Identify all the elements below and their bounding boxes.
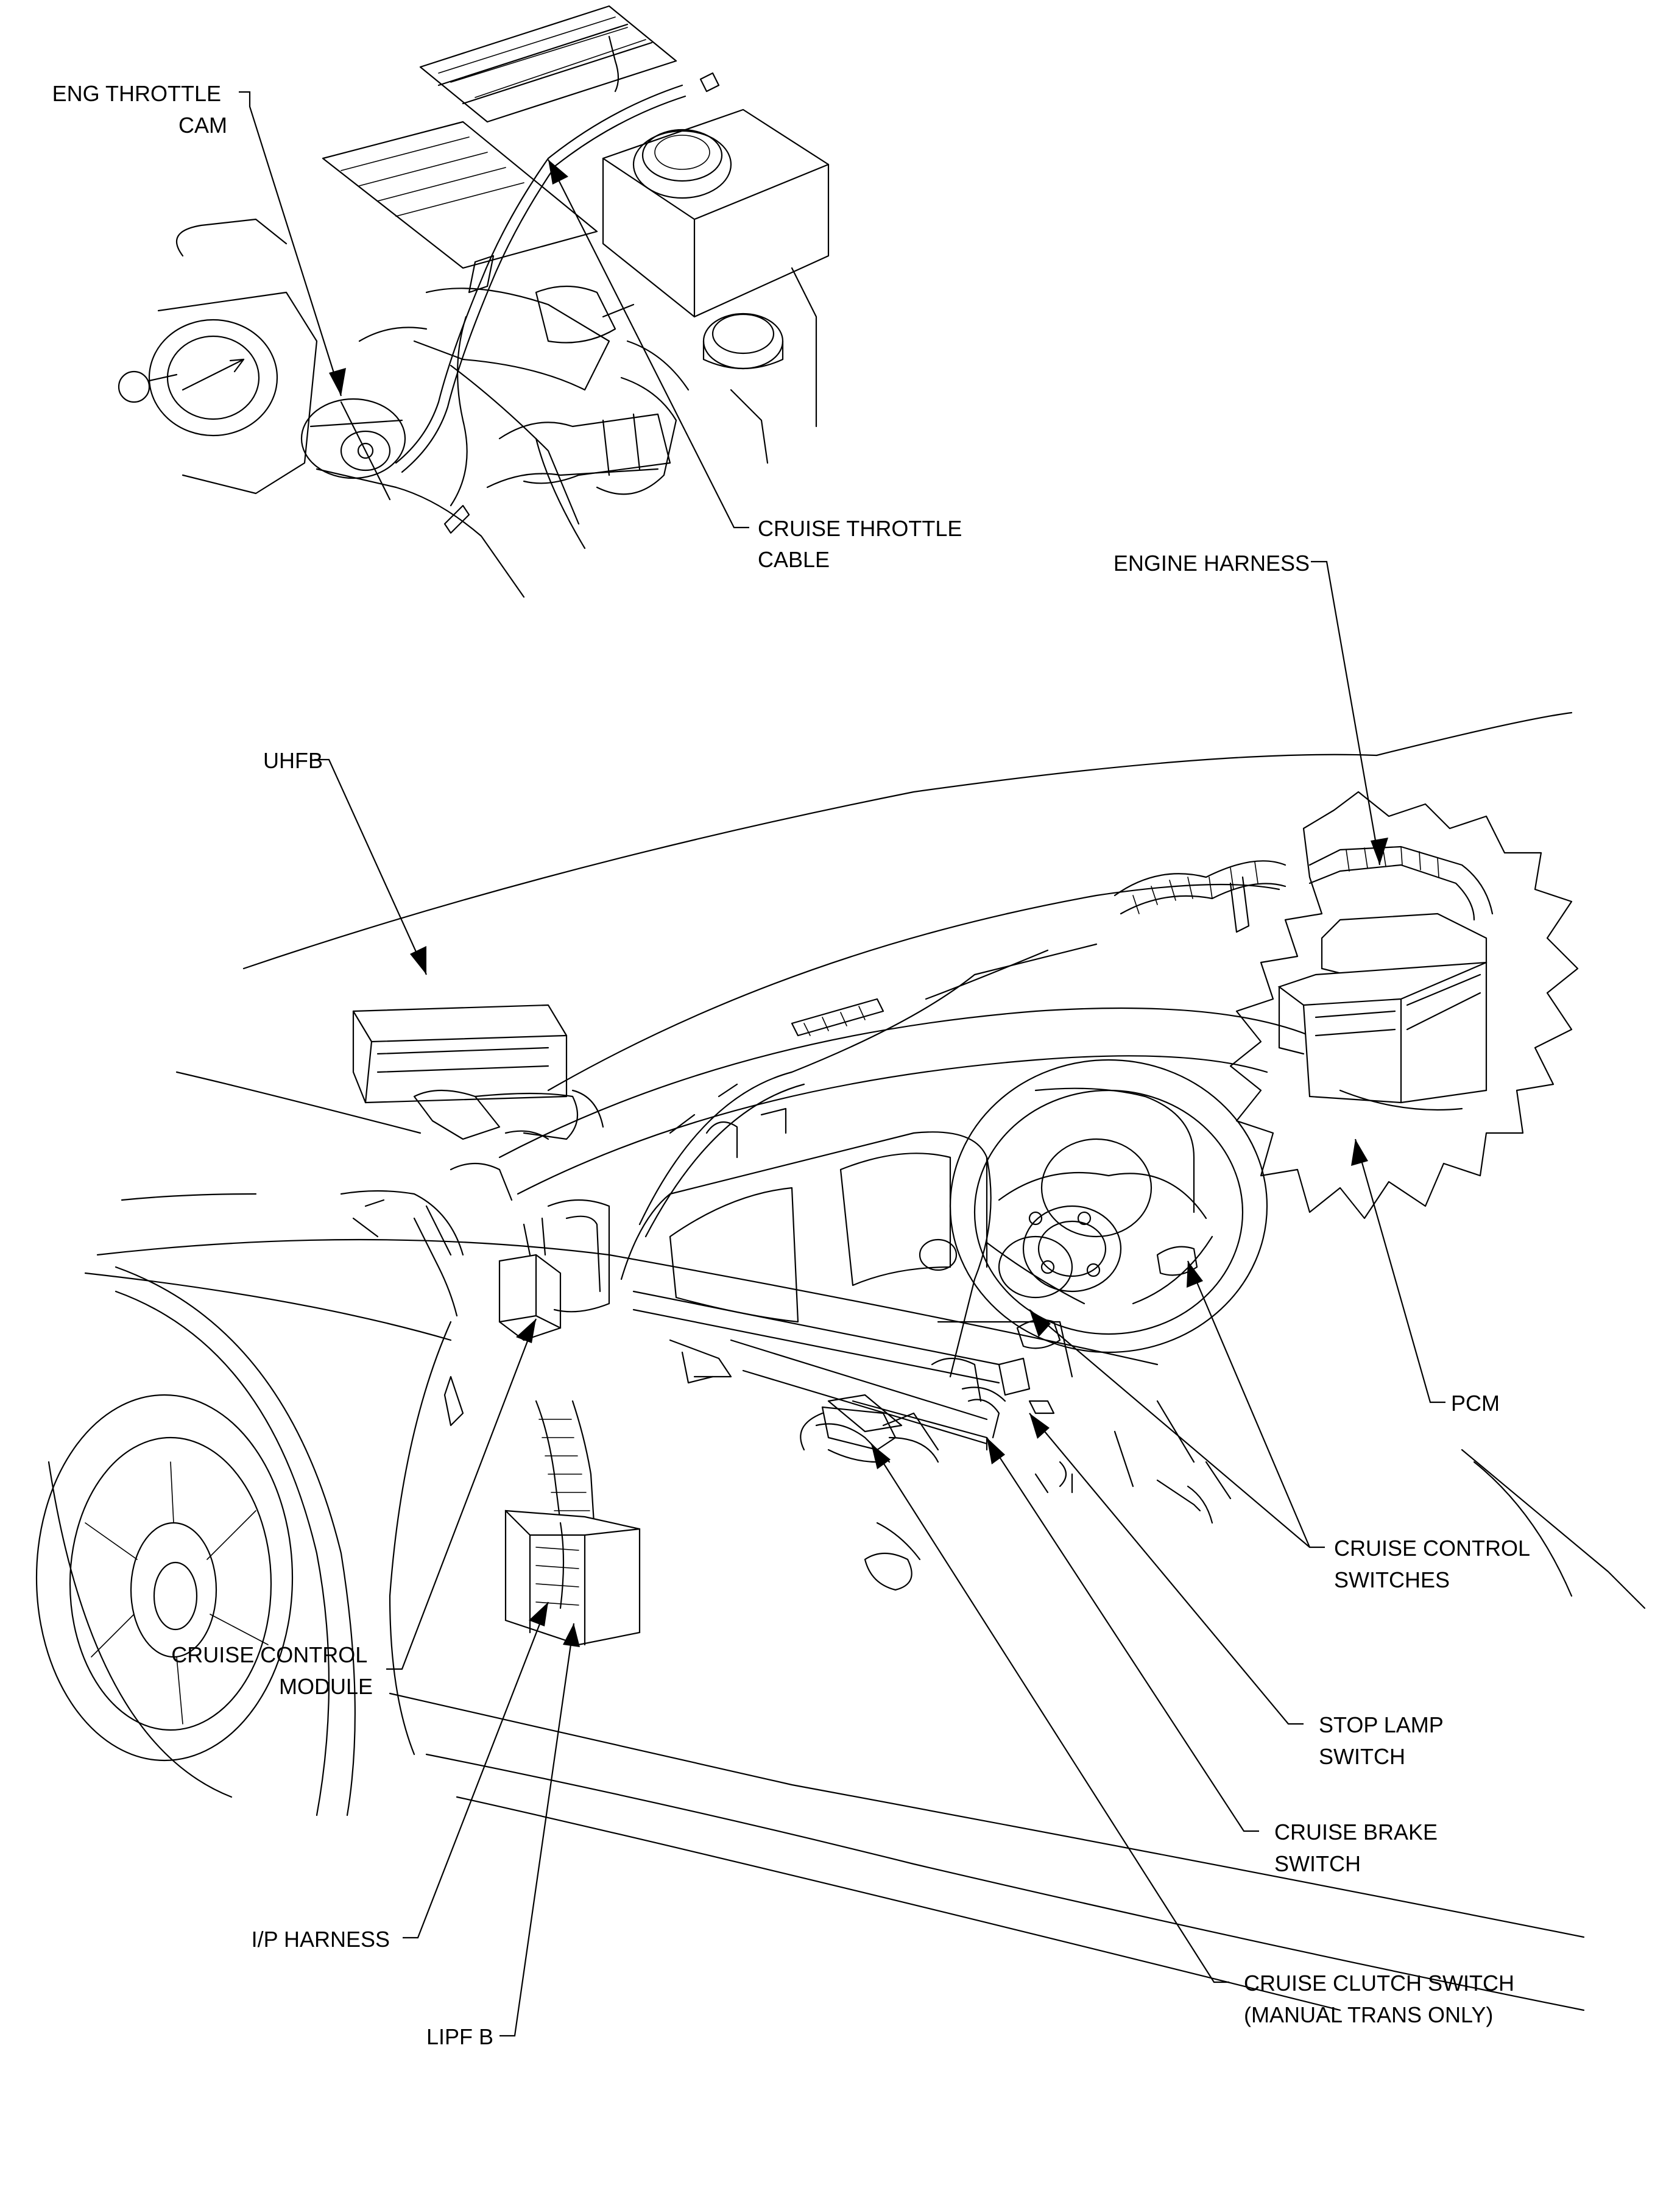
label-cruise-control-switches: CRUISE CONTROL SWITCHES [1334, 1536, 1536, 1592]
cruise-throttle-cable [395, 35, 720, 534]
intake-manifold [176, 5, 690, 598]
intake-hoses [358, 285, 671, 489]
cruise-control-module [498, 1199, 610, 1341]
pcm-highlight-burst [1229, 791, 1579, 1220]
label-engine-harness: ENGINE HARNESS [1114, 551, 1310, 576]
engine-compartment-illustration [118, 5, 830, 598]
label-stop-lamp-switch: STOP LAMP SWITCH [1319, 1712, 1449, 1769]
cowl-harness [638, 943, 1098, 1238]
label-lipf-b: LIPF B [426, 2024, 493, 2049]
engine-harness [1114, 846, 1494, 933]
steering-wheel [949, 1059, 1268, 1354]
leader-lines [239, 91, 1445, 2037]
front-wheel [35, 1266, 356, 1816]
ip-harness-connector [504, 1400, 641, 1646]
throttle-cam [300, 398, 406, 501]
label-eng-throttle-cam: ENG THROTTLE CAM [52, 81, 227, 138]
underhood-fuse-block [352, 1004, 604, 1140]
powertrain-control-module [1229, 791, 1579, 1220]
label-cruise-clutch-switch: CRUISE CLUTCH SWITCH (MANUAL TRANS ONLY) [1244, 1971, 1520, 2027]
label-ip-harness: I/P HARNESS [252, 1927, 390, 1952]
fuse-block-harness [340, 1130, 549, 1317]
label-uhfb: UHFB [263, 748, 323, 773]
label-pcm: PCM [1451, 1391, 1500, 1416]
coolant-reservoir [602, 108, 830, 464]
label-cruise-control-module: CRUISE CONTROL MODULE [171, 1642, 373, 1699]
vehicle-body-illustration [35, 711, 1646, 2011]
throttle-body [118, 291, 318, 495]
callout-labels: ENG THROTTLE CAM CRUISE THROTTLE CABLE E… [52, 81, 1536, 2049]
instrument-panel [498, 1007, 1311, 1512]
misc-body-details [443, 1089, 1463, 1591]
label-cruise-brake-switch: CRUISE BRAKE SWITCH [1274, 1820, 1444, 1876]
pedal-switches [669, 1339, 1055, 1463]
windshield-outline [242, 754, 1378, 970]
label-cruise-throttle-cable: CRUISE THROTTLE CABLE [758, 516, 968, 572]
